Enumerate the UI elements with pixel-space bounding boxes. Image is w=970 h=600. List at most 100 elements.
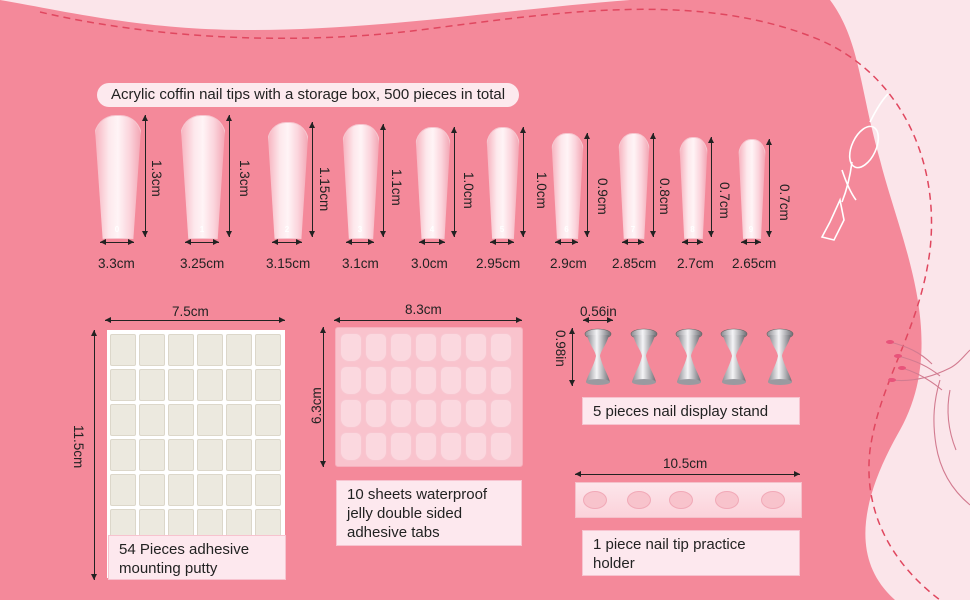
- nail-length-arrow: [226, 115, 232, 237]
- jelly-grid: [340, 333, 518, 461]
- jelly-tab: [390, 399, 412, 428]
- jelly-tab: [465, 432, 487, 461]
- nail-width-arrow: [741, 239, 761, 245]
- display-stand: [584, 328, 612, 385]
- putty-caption-line1: 54 Pieces adhesive: [119, 541, 250, 558]
- putty-piece: [255, 334, 281, 366]
- nail-tip-number: 1: [199, 225, 205, 234]
- nail-length-arrow: [650, 133, 656, 237]
- nail-width-label: 2.7cm: [677, 256, 714, 271]
- nail-length-arrow: [520, 127, 526, 237]
- jelly-height-label: 6.3cm: [309, 387, 324, 424]
- nail-length-label: 1.0cm: [461, 172, 476, 209]
- nail-tip-8: [679, 137, 708, 239]
- holder-caption-line2: holder: [593, 555, 635, 572]
- jelly-tab: [340, 432, 362, 461]
- nail-tip-4: [415, 127, 451, 239]
- hand-icon: [886, 340, 970, 506]
- nail-width-arrow: [346, 239, 375, 245]
- nail-tip-number: 2: [284, 225, 290, 234]
- holder-caption-line1: 1 piece nail tip practice: [593, 536, 746, 553]
- nail-length-arrow: [584, 133, 590, 237]
- putty-piece: [139, 404, 165, 436]
- putty-height-label: 11.5cm: [71, 425, 86, 469]
- nail-length-label: 1.1cm: [389, 169, 404, 206]
- nail-width-arrow: [554, 239, 579, 245]
- nail-length-arrow: [142, 115, 148, 237]
- nail-width-label: 2.95cm: [476, 256, 521, 271]
- putty-caption: 54 Pieces adhesive mounting putty: [108, 535, 286, 580]
- putty-piece: [255, 439, 281, 471]
- nail-width-arrow: [99, 239, 135, 245]
- practice-holder: [575, 482, 802, 518]
- jelly-tab: [390, 366, 412, 395]
- display-stand: [675, 328, 703, 385]
- nail-width-label: 2.65cm: [732, 256, 777, 271]
- jelly-tab: [465, 399, 487, 428]
- putty-height-arrow: [91, 330, 97, 580]
- nail-length-label: 1.15cm: [317, 167, 332, 212]
- nail-tip-7: [618, 133, 650, 239]
- nail-tip-number: 5: [499, 225, 505, 234]
- nail-width-label: 2.9cm: [550, 256, 587, 271]
- jelly-tab: [490, 399, 512, 428]
- jelly-tab: [490, 432, 512, 461]
- stand-width-arrow: [583, 317, 613, 323]
- nail-length-arrow: [451, 127, 457, 237]
- jelly-tab: [365, 432, 387, 461]
- nail-width-arrow: [682, 239, 703, 245]
- nail-tip-number: 0: [114, 225, 120, 234]
- putty-piece: [226, 404, 252, 436]
- nail-tip-number: 4: [429, 225, 435, 234]
- jelly-tab: [415, 366, 437, 395]
- putty-piece: [139, 439, 165, 471]
- putty-piece: [139, 369, 165, 401]
- jelly-width-label: 8.3cm: [405, 302, 442, 317]
- jelly-caption-line2: jelly double sided: [347, 505, 463, 522]
- putty-piece: [255, 404, 281, 436]
- putty-piece: [110, 474, 136, 506]
- jelly-tab: [415, 399, 437, 428]
- page-title: Acrylic coffin nail tips with a storage …: [97, 83, 520, 107]
- putty-piece: [168, 334, 194, 366]
- putty-piece: [255, 474, 281, 506]
- nail-tip-5: [486, 127, 520, 239]
- putty-piece: [110, 334, 136, 366]
- stand-width-label: 0.56in: [580, 304, 617, 319]
- jelly-tab: [440, 399, 462, 428]
- nail-tip-number: 8: [690, 225, 695, 234]
- holder-slot: [715, 491, 739, 509]
- putty-piece: [110, 404, 136, 436]
- nail-length-label: 1.3cm: [237, 160, 252, 197]
- putty-piece: [139, 474, 165, 506]
- putty-piece: [226, 439, 252, 471]
- nail-width-label: 3.15cm: [266, 256, 311, 271]
- jelly-tab: [440, 333, 462, 362]
- display-stand: [720, 328, 748, 385]
- jelly-tab: [390, 432, 412, 461]
- putty-width-label: 7.5cm: [172, 304, 209, 319]
- holder-slot: [583, 491, 607, 509]
- jelly-tab: [415, 333, 437, 362]
- jelly-tab: [340, 366, 362, 395]
- stand-height-label: 0.98in: [553, 330, 568, 367]
- jelly-tab: [365, 366, 387, 395]
- nail-width-label: 3.3cm: [98, 256, 135, 271]
- display-stand: [630, 328, 658, 385]
- nail-length-label: 0.8cm: [657, 178, 672, 215]
- putty-piece: [197, 334, 223, 366]
- jelly-caption-line3: adhesive tabs: [347, 524, 440, 541]
- putty-piece: [110, 369, 136, 401]
- jelly-tab: [490, 333, 512, 362]
- jelly-tab: [340, 399, 362, 428]
- jelly-tab: [440, 432, 462, 461]
- nail-width-label: 3.0cm: [411, 256, 448, 271]
- jelly-tab: [340, 333, 362, 362]
- putty-piece: [226, 474, 252, 506]
- putty-piece: [255, 369, 281, 401]
- display-stand: [766, 328, 794, 385]
- jelly-tab: [440, 366, 462, 395]
- nail-length-label: 1.0cm: [534, 172, 549, 209]
- nail-length-arrow: [309, 122, 315, 237]
- putty-piece: [197, 404, 223, 436]
